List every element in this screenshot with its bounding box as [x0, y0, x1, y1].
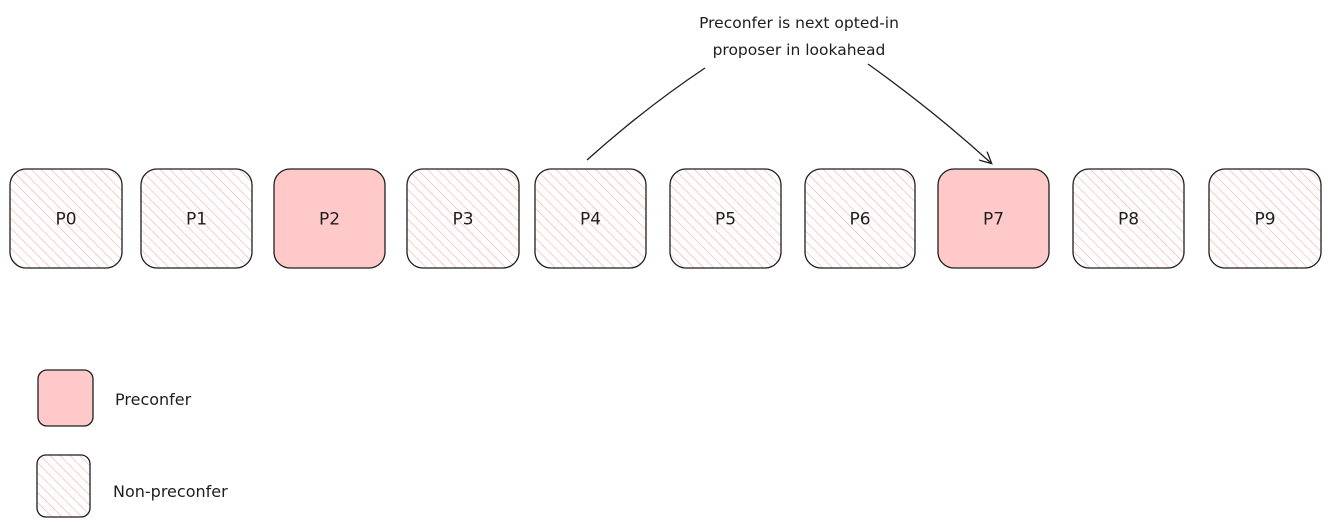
- proposer-box-hatch-p5: [670, 169, 781, 268]
- proposer-box-p1: P1: [140, 168, 253, 269]
- proposer-box-p5: P5: [669, 168, 782, 269]
- proposer-box-p7: P7: [937, 168, 1050, 269]
- proposer-label-p1: P1: [186, 210, 207, 230]
- proposer-box-shape-p7: [937, 168, 1050, 269]
- proposer-box-shape-p6: [804, 168, 916, 269]
- proposer-label-p7: P7: [983, 210, 1004, 230]
- proposer-box-shape-p1: [140, 168, 253, 269]
- proposer-box-p2: P2: [273, 168, 386, 269]
- proposer-box-p0: P0: [9, 168, 123, 269]
- proposer-label-p8: P8: [1118, 210, 1139, 230]
- proposer-label-p2: P2: [319, 210, 340, 230]
- proposer-box-shape-p3: [406, 168, 520, 269]
- proposer-box-shape-p2: [273, 168, 386, 269]
- proposer-label-p5: P5: [715, 210, 736, 230]
- proposer-row: P0 P1 P2 P3 P4 P5 P6 P7 P8 P9: [9, 168, 1322, 269]
- proposer-label-p0: P0: [55, 210, 76, 230]
- legend-preconfer-label: Preconfer: [115, 390, 192, 409]
- proposer-box-shape-p4: [534, 168, 647, 269]
- proposer-box-p8: P8: [1072, 168, 1185, 269]
- proposer-box-p3: P3: [406, 168, 520, 269]
- proposer-box-p6: P6: [804, 168, 916, 269]
- proposer-box-hatch-p1: [141, 169, 252, 268]
- proposer-label-p3: P3: [452, 210, 473, 230]
- legend-non-preconfer-label: Non-preconfer: [113, 482, 228, 501]
- proposer-box-shape-p5: [669, 168, 782, 269]
- legend: Preconfer Non-preconfer: [36, 369, 228, 518]
- proposer-box-hatch-p6: [805, 169, 915, 268]
- proposer-box-shape-p8: [1072, 168, 1185, 269]
- annotation-line-2: proposer in lookahead: [713, 41, 886, 59]
- legend-non-preconfer-swatch-fill: [37, 455, 90, 517]
- proposer-box-shape-p0: [9, 168, 123, 269]
- annotation-connector-line: [586, 67, 706, 161]
- annotation-arrow-to-p7: [867, 63, 991, 163]
- proposer-box-hatch-p4: [535, 169, 646, 268]
- proposer-label-p6: P6: [849, 210, 870, 230]
- proposer-box-hatch-p9: [1209, 169, 1321, 268]
- proposer-box-p4: P4: [534, 168, 647, 269]
- legend-non-preconfer-swatch: [36, 454, 91, 518]
- proposer-box-p9: P9: [1208, 168, 1322, 269]
- proposer-label-p9: P9: [1254, 210, 1275, 230]
- proposer-box-hatch-p0: [10, 169, 122, 268]
- proposer-box-shape-p9: [1208, 168, 1322, 269]
- proposer-box-hatch-p8: [1073, 169, 1184, 268]
- legend-preconfer-swatch: [37, 369, 94, 427]
- annotation-line-1: Preconfer is next opted-in: [699, 14, 899, 32]
- proposer-label-p4: P4: [580, 210, 601, 230]
- proposer-box-hatch-p3: [407, 169, 519, 268]
